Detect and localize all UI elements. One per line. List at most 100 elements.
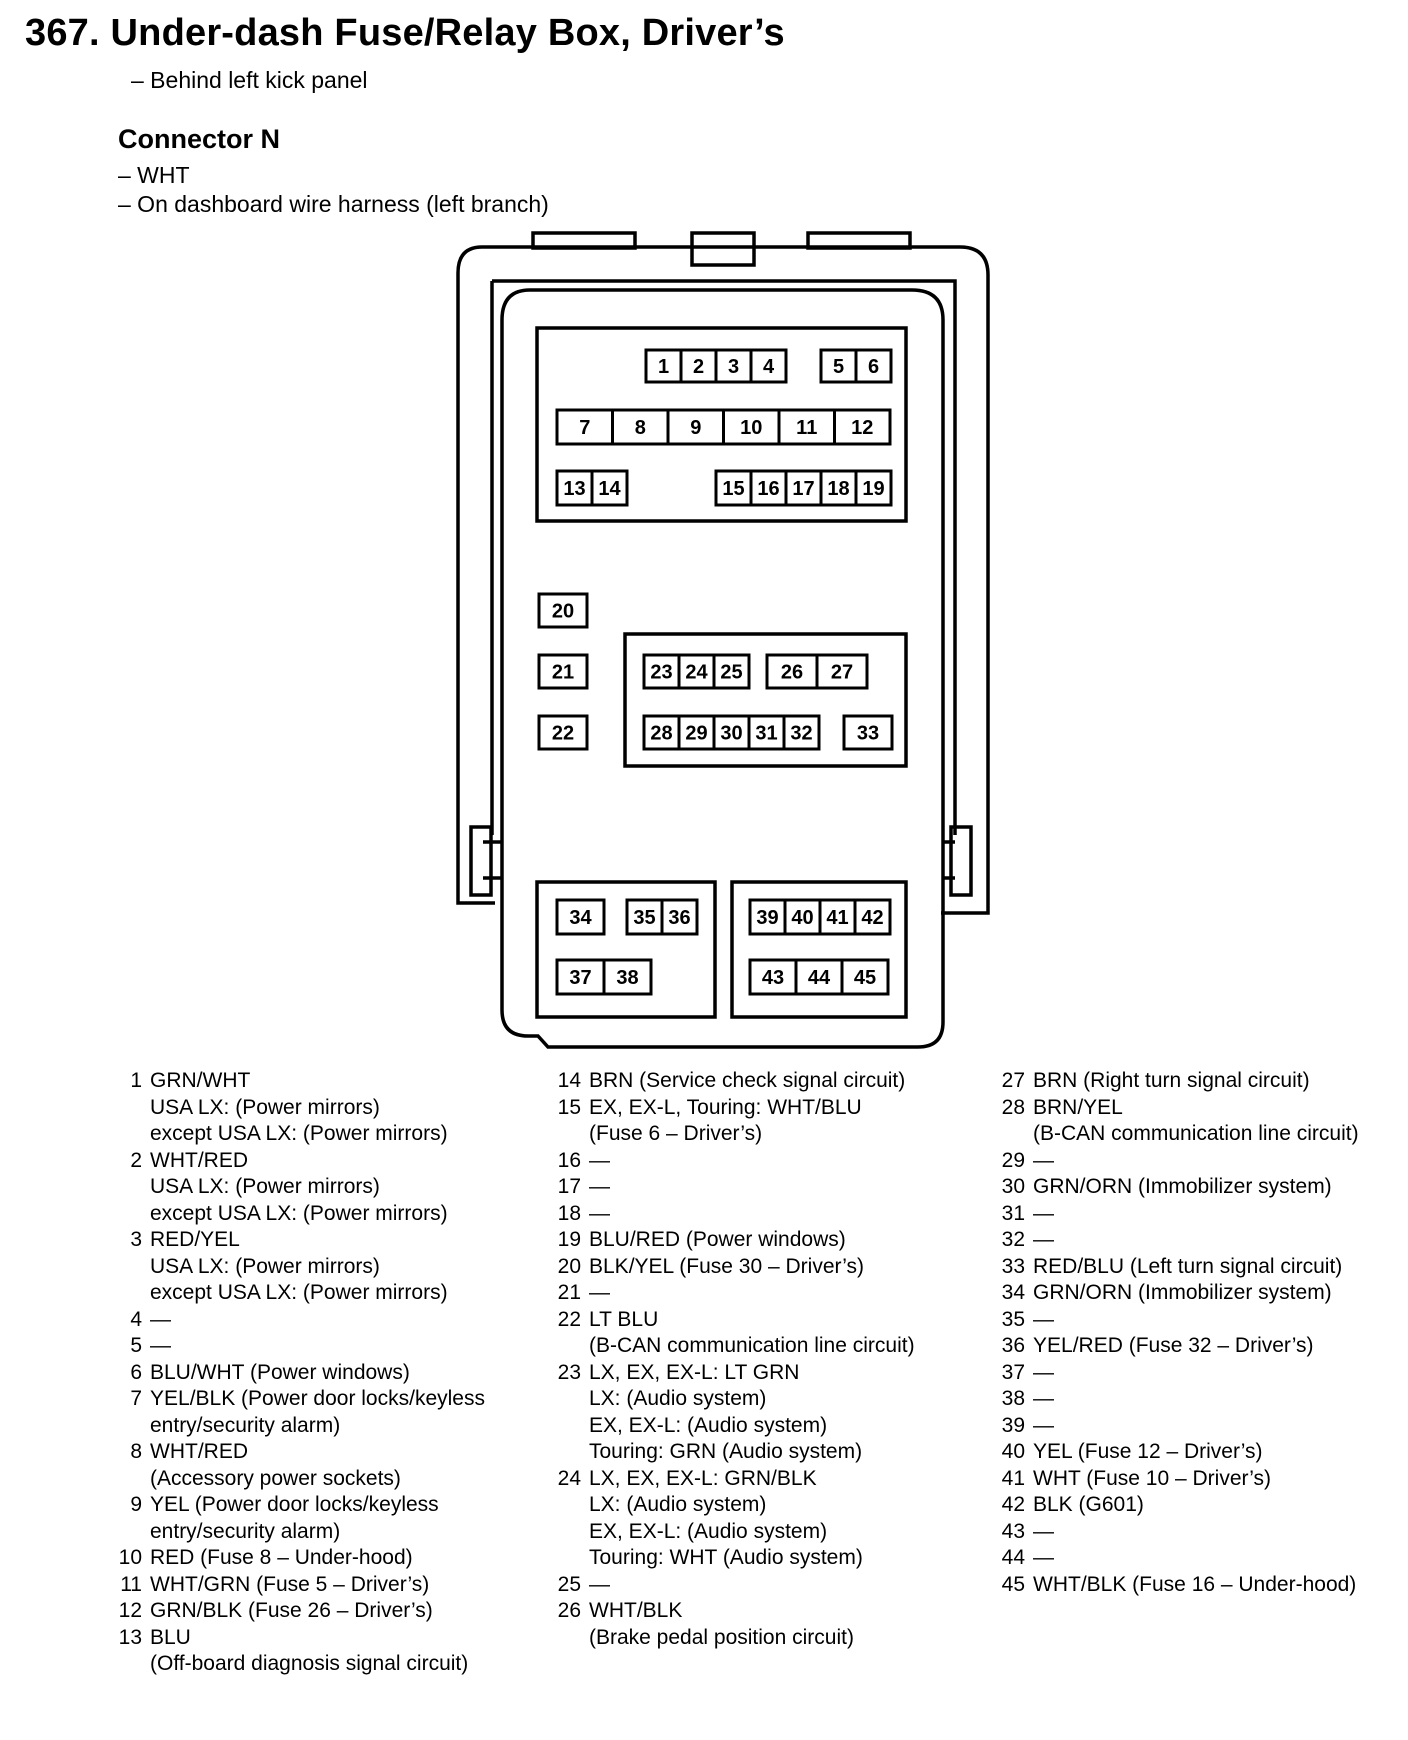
legend-entry: 5— [120,1333,485,1360]
pin-35-label: 35 [633,907,655,929]
legend-pin-number: 23 [557,1360,581,1384]
pin-29-label: 29 [685,723,707,745]
legend-line: YEL/BLK (Power door locks/keyless [150,1387,485,1410]
pin-25-label: 25 [720,662,742,684]
legend-pin-number: 1 [130,1069,142,1092]
legend-line: WHT/RED [150,1440,248,1463]
pin-12-label: 12 [851,417,873,439]
pin-40-label: 40 [791,907,813,929]
pin-33-label: 33 [857,723,879,745]
connector-harness: – On dashboard wire harness (left branch… [118,191,549,217]
cavity-block-lower-right [730,880,908,1019]
legend-line: — [589,1281,610,1304]
legend-line: (Accessory power sockets) [150,1466,401,1490]
legend-entry: 39 — [1002,1413,1359,1440]
pin-group-outline [842,714,894,751]
legend-line: except USA LX: (Power mirrors) [150,1201,448,1225]
pin-group-outline [555,898,606,936]
latch-right [949,825,973,897]
pin-24-label: 24 [685,662,708,684]
legend-entry: 23 LX, EX, EX-L: LT GRN LX: (Audio system)… [558,1360,915,1466]
legend-line: WHT/RED [150,1148,248,1172]
legend-line: YEL/RED (Fuse 32 – Driver’s) [1033,1334,1314,1357]
fuse-box-housing [456,231,990,1049]
legend-pin-number: 37 [1001,1360,1025,1384]
legend-line: — [1033,1413,1054,1437]
legend-line: WHT/BLK [589,1599,683,1622]
legend-line: (Brake pedal position circuit) [589,1625,854,1649]
outer-shell-left [456,245,495,905]
legend-pin-number: 20 [557,1254,581,1278]
legend-pin-number: 3 [130,1228,142,1251]
pin-44-label: 44 [808,967,831,989]
legend-pin-number: 11 [120,1572,142,1596]
pin-group-outline [537,653,589,690]
pin-28-label: 28 [650,723,672,745]
legend-line: BRN (Right turn signal circuit) [1033,1069,1310,1092]
pin-34-label: 34 [569,907,592,929]
legend-entry: 29— [1002,1148,1359,1175]
legend-line: BLU/RED (Power windows) [589,1228,846,1251]
pin-group-outline [537,592,589,629]
pin-9-label: 9 [690,417,701,439]
legend-pin-number: 17 [557,1175,581,1198]
legend-pin-number: 12 [118,1599,142,1622]
pin-31-label: 31 [755,723,777,745]
pin-7-label: 7 [579,417,590,439]
legend-pin-number: 5 [130,1334,142,1357]
pin-43-label: 43 [762,967,784,989]
legend-pin-number: 24 [557,1466,581,1490]
legend-pin-number: 9 [130,1493,142,1516]
legend-pin-number: 2 [130,1148,142,1172]
pin-26-label: 26 [781,662,803,684]
legend-pin-number: 4 [130,1307,142,1331]
pin-37-label: 37 [569,967,591,989]
legend-line: except USA LX: (Power mirrors) [150,1281,448,1304]
legend-line: EX, EX-L, Touring: WHT/BLU [589,1095,862,1119]
cavity-block-lower-left [535,880,717,1019]
pin-18-label: 18 [827,478,849,500]
legend-pin-number: 39 [1001,1413,1025,1437]
legend-line: RED/YEL [150,1228,240,1251]
legend-entry: 25— [558,1572,915,1599]
legend-line: USA LX: (Power mirrors) [150,1095,380,1119]
legend-line: EX, EX-L: (Audio system) [589,1413,828,1437]
legend-entry: 4— [120,1307,485,1334]
legend-line: BLU [150,1625,191,1649]
legend-line: GRN/ORN (Immobilizer system) [1033,1281,1332,1304]
legend-pin-number: 33 [1001,1254,1025,1278]
legend-line: BRN (Service check signal circuit) [589,1069,906,1092]
pin-1-label: 1 [658,356,669,378]
legend-line: WHT (Fuse 10 – Driver’s) [1033,1466,1272,1490]
legend-line: LX: (Audio system) [589,1387,767,1410]
legend-entry: 37— [1002,1360,1359,1387]
legend-line: — [1033,1148,1054,1172]
legend-line: entry/security alarm) [150,1519,341,1543]
legend-pin-number: 16 [557,1148,581,1172]
legend-line: (Off-board diagnosis signal circuit) [150,1652,469,1675]
legend-pin-number: 26 [557,1599,581,1622]
legend-line: LX, EX, EX-L: LT GRN [589,1360,800,1384]
legend-pin-number: 31 [1001,1201,1025,1225]
legend-pin-number: 43 [1001,1519,1025,1543]
legend-pin-number: 38 [1001,1387,1025,1410]
pin-38-label: 38 [616,967,638,989]
legend-line: Touring: WHT (Audio system) [589,1546,863,1569]
legend-entry: 35— [1002,1307,1359,1334]
legend-pin-number: 7 [130,1387,142,1410]
